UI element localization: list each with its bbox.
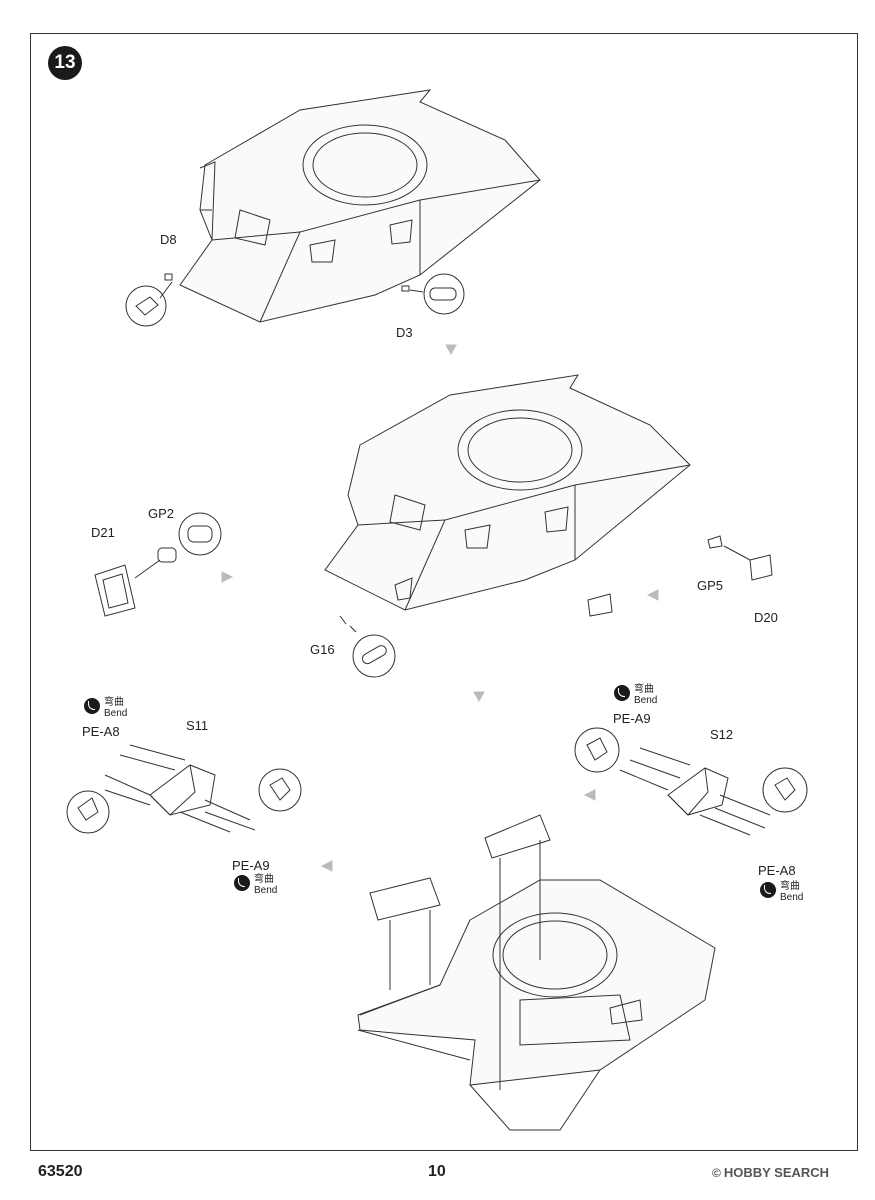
label-d8: D8: [160, 232, 177, 247]
flow-arrow-1: [446, 345, 456, 354]
turret-diagram-2: [325, 375, 690, 610]
step-number-badge: 13: [48, 46, 82, 80]
part-d8-callout: [126, 274, 172, 326]
bend-icon: [760, 882, 776, 898]
hull-diagram: [358, 815, 715, 1130]
bend-note-right-bottom: 弯曲 Bend: [760, 881, 803, 903]
part-d3-callout: [402, 274, 464, 314]
part-d20-assembly: [588, 536, 772, 616]
label-g16: G16: [310, 642, 335, 657]
s11-box-assembly: [67, 745, 301, 833]
page-frame: [30, 33, 858, 1151]
label-pe-a8-left: PE-A8: [82, 724, 120, 739]
label-gp5: GP5: [697, 578, 724, 593]
part-d21-assembly: [95, 513, 221, 616]
flow-arrow-6: [585, 790, 595, 800]
label-d3: D3: [396, 325, 413, 340]
page-number: 10: [428, 1163, 446, 1180]
turret-diagram-1: [180, 90, 540, 322]
flow-arrow-5: [322, 861, 332, 871]
label-d20: D20: [754, 610, 778, 625]
bend-note-left-bottom: 弯曲 Bend: [234, 874, 277, 896]
bend-icon: [234, 875, 250, 891]
label-s11: S11: [186, 718, 209, 733]
label-pe-a8-right: PE-A8: [758, 863, 796, 878]
product-code: 63520: [38, 1163, 83, 1180]
s12-box-assembly: [575, 728, 807, 835]
label-pe-a9-left: PE-A9: [232, 858, 270, 873]
bend-note-right-top: 弯曲 Bend: [614, 684, 657, 706]
bend-note-left-top: 弯曲 Bend: [84, 697, 127, 719]
watermark-logo-icon: ©: [712, 1165, 721, 1180]
flow-arrow-4: [474, 692, 484, 701]
watermark: © HOBBY SEARCH: [712, 1165, 830, 1180]
label-pe-a9-right: PE-A9: [613, 711, 651, 726]
part-g16-callout: [340, 616, 395, 677]
label-s12: S12: [710, 727, 734, 742]
label-d21: D21: [91, 525, 115, 540]
flow-arrow-2: [222, 572, 232, 582]
bend-icon: [84, 698, 100, 714]
label-gp2: GP2: [148, 506, 175, 521]
flow-arrow-3: [648, 590, 658, 600]
bend-icon: [614, 685, 630, 701]
